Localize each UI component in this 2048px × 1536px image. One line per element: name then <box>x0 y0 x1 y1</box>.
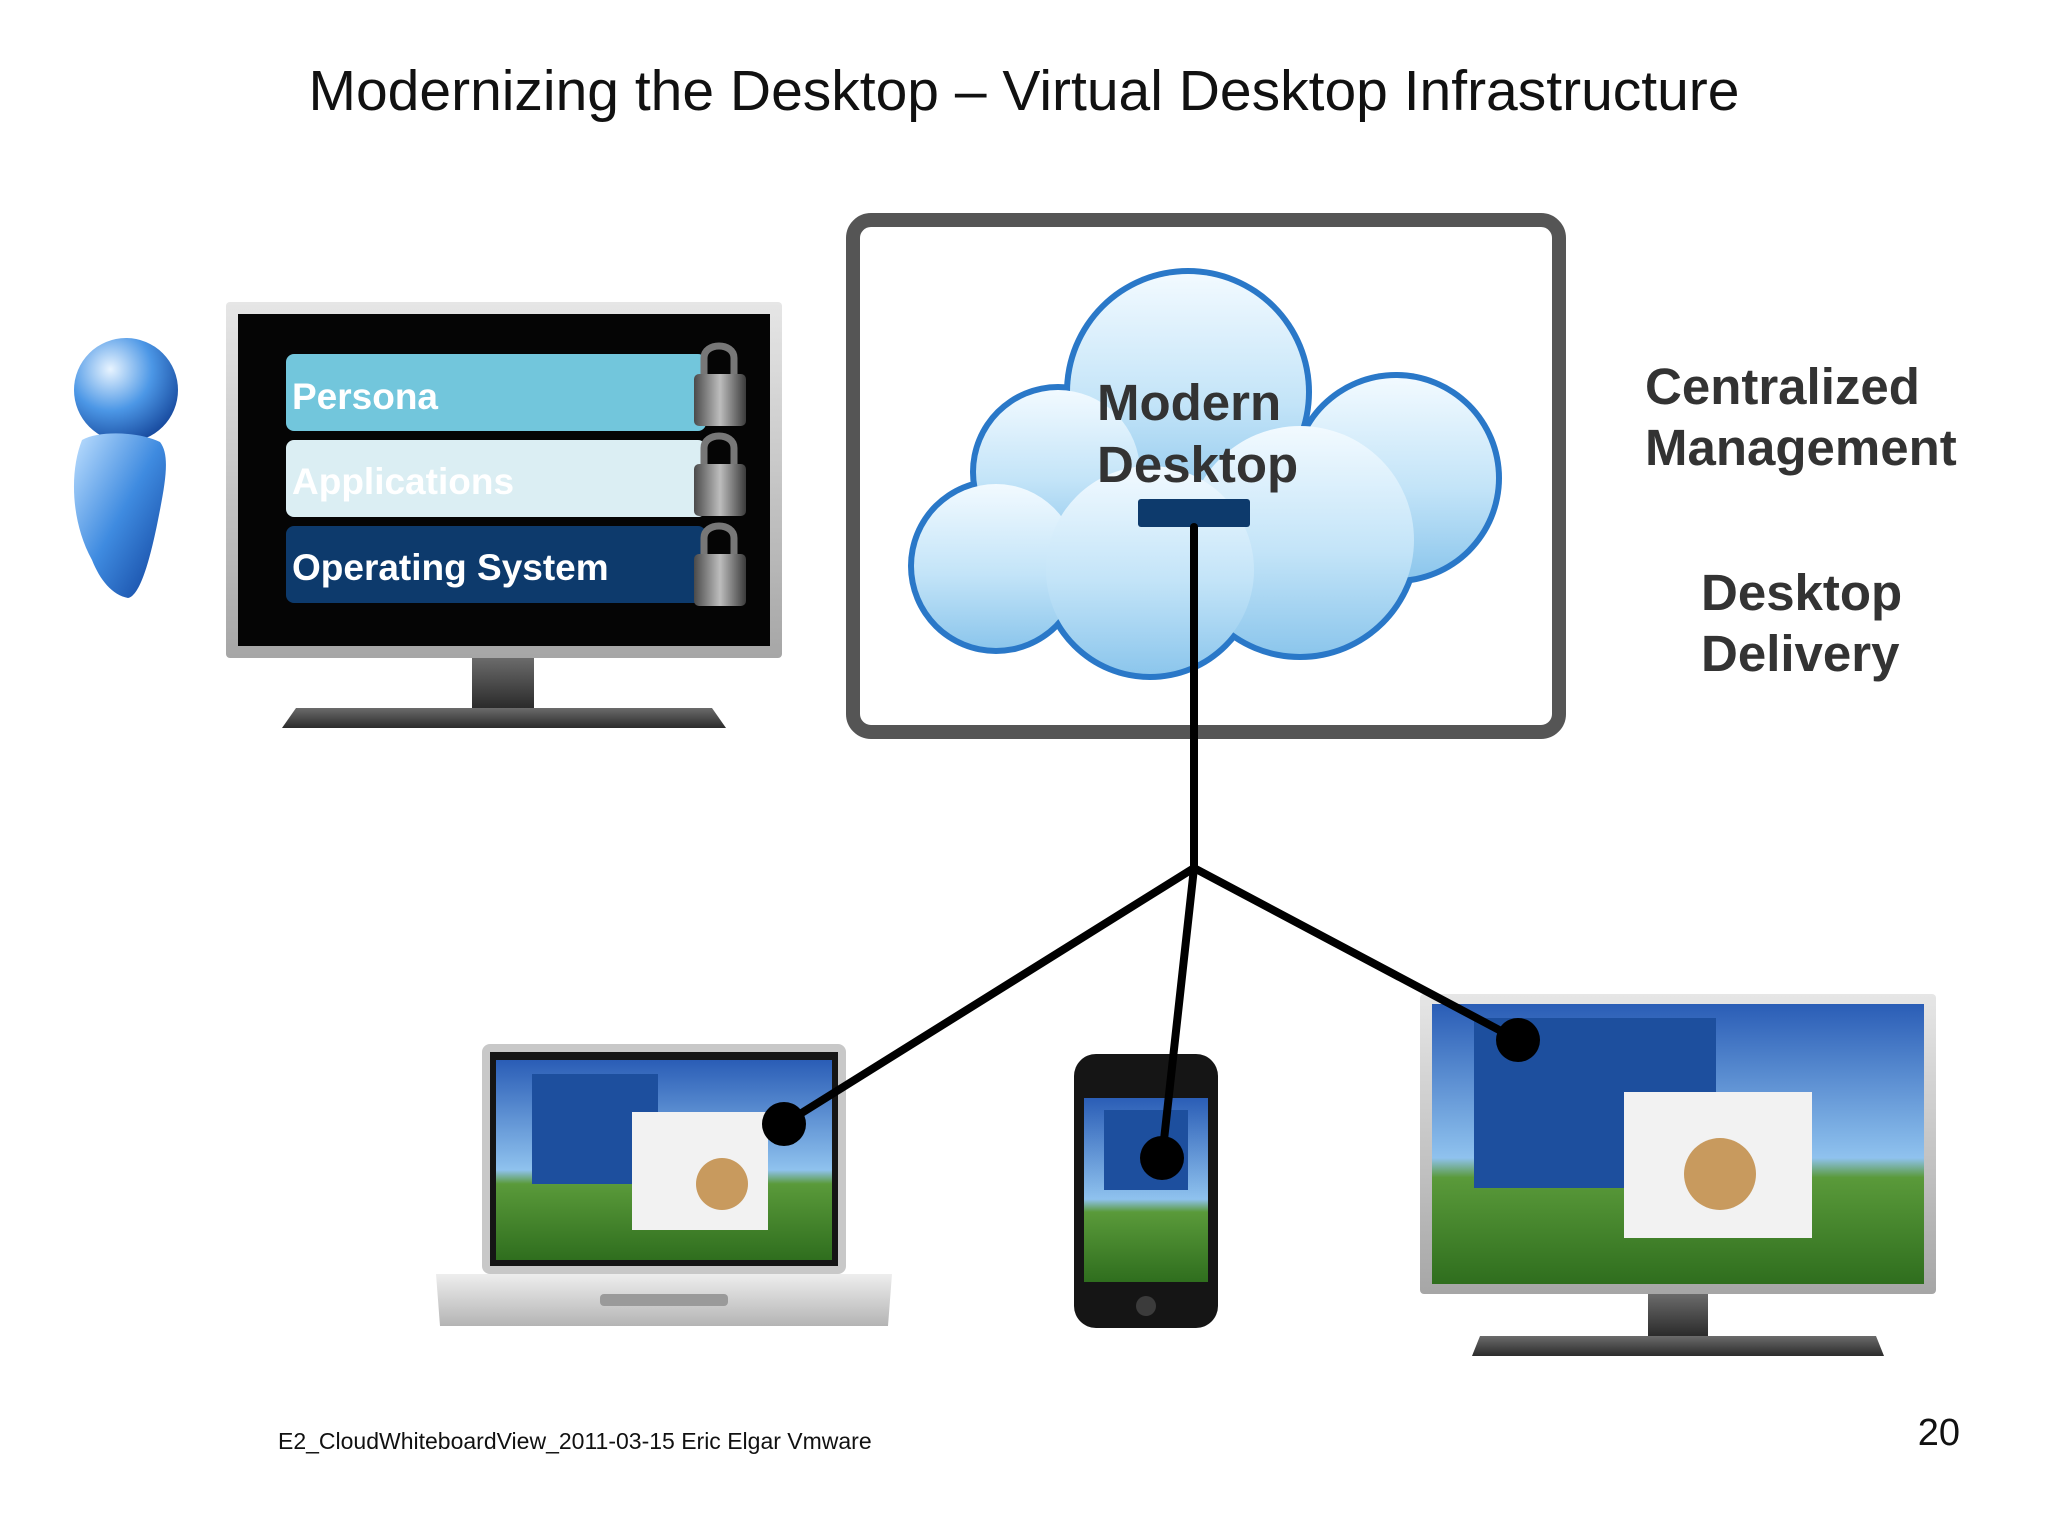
layer-label: Operating System <box>292 547 609 588</box>
cloud-label-line1: Modern <box>1097 374 1281 431</box>
stack-layer-persona: Persona <box>286 354 706 431</box>
connector-node-monitor <box>1496 1018 1540 1062</box>
stack-layer-operating-system: Operating System <box>286 526 706 603</box>
hub-block <box>1138 499 1250 527</box>
monitor-icon <box>1420 994 1936 1356</box>
label-desktop-delivery: Desktop Delivery <box>1701 564 1903 682</box>
laptop-icon <box>436 1044 892 1326</box>
slide-title: Modernizing the Desktop – Virtual Deskto… <box>308 59 1740 123</box>
cloud-icon <box>908 268 1502 680</box>
footer-text: E2_CloudWhiteboardView_2011-03-15 Eric E… <box>278 1428 872 1454</box>
label-centralized-management: Centralized Management <box>1645 358 1957 476</box>
padlock-icon <box>694 342 746 426</box>
page-number: 20 <box>1917 1412 1960 1454</box>
stack-layer-applications: Applications <box>286 440 706 517</box>
smartphone-icon <box>1074 1054 1218 1328</box>
layer-label: Applications <box>292 461 514 502</box>
connector-node-laptop <box>762 1102 806 1146</box>
padlock-icon <box>694 522 746 606</box>
padlock-icon <box>694 432 746 516</box>
cloud-label-line2: Desktop <box>1097 436 1298 493</box>
user-figure-icon <box>73 338 178 598</box>
layer-label: Persona <box>292 376 438 417</box>
connector-node-phone <box>1140 1136 1184 1180</box>
connector-lines <box>780 523 1522 1162</box>
